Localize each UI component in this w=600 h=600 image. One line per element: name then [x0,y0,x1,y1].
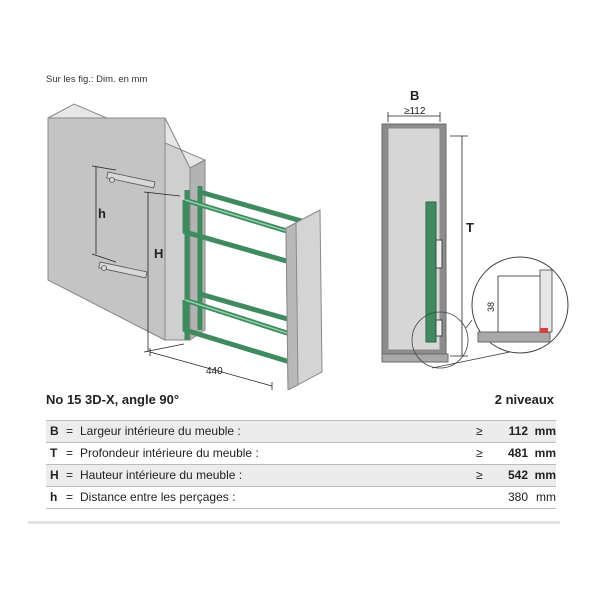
spec-eq: = [66,446,74,460]
spec-eq: = [66,424,74,438]
section-base [381,353,449,363]
product-title: No 15 3D-X, angle 90° [46,392,180,407]
rail-upper [106,171,156,189]
spec-letter: T [50,446,58,460]
rail-hardware [98,171,156,279]
spec-unit: mm [534,424,556,438]
cabinet-section [381,123,449,363]
section-fitting [435,239,443,269]
front-panel-face [285,222,299,390]
spec-description: Hauteur intérieure du meuble : [80,468,243,482]
section-green-frame [425,201,437,343]
label-H-large: H [154,246,163,261]
spec-comparator: ≥ [476,446,483,460]
spec-description: Largeur intérieure du meuble : [80,424,241,438]
detail-panel [539,269,553,333]
cabinet-inner-wall [47,117,166,341]
spec-row-H: H = Hauteur intérieure du meuble : ≥ 542… [46,464,556,486]
technical-drawing: h H 440 B ≥112 T 256 38 38 [47,88,569,390]
rail-screw [101,265,107,271]
spec-row-T: T = Profondeur intérieure du meuble : ≥ … [46,442,556,464]
product-levels: 2 niveaux [494,392,554,407]
detail-red-marker [540,328,548,333]
cabinet-isometric [47,103,207,341]
spec-value: 481 [507,446,528,460]
spec-eq: = [66,490,74,504]
rail-screw [109,177,115,183]
spec-unit: mm [534,446,556,460]
label-B-min: ≥112 [404,106,426,117]
spec-comparator: ≥ [476,468,483,482]
spec-comparator: ≥ [476,424,483,438]
spec-eq: = [66,468,74,482]
spec-letter: H [50,468,59,482]
spec-row-B: B = Largeur intérieure du meuble : ≥ 112… [46,420,556,442]
product-title-row: No 15 3D-X, angle 90° 2 niveaux [46,392,554,410]
label-B: B [410,88,419,103]
spec-row-h: h = Distance entre les perçages : 380 mm [46,486,556,509]
spec-value: 542 [507,468,528,482]
label-depth-440: 440 [206,366,223,377]
detail-magnifier [411,256,569,369]
rail-lower [98,261,148,279]
spec-letter: h [50,490,58,504]
dimension-lines-left [91,165,273,390]
detail-base [477,331,551,343]
section-fitting [435,319,443,337]
label-T: T [466,220,474,235]
spec-table: B = Largeur intérieure du meuble : ≥ 112… [46,420,556,509]
spec-unit: mm [536,490,556,504]
spec-value: 112 [508,424,528,438]
detail-label-38: 38 [486,302,496,312]
spec-description: Distance entre les perçages : [80,490,236,504]
dimension-note: Sur les fig.: Dim. en mm [46,74,148,85]
bottom-divider [28,521,560,524]
spec-unit: mm [534,468,556,482]
label-h-small: h [98,206,106,221]
spec-description: Profondeur intérieure du meuble : [80,446,259,460]
spec-value: 380 [507,490,528,504]
spec-letter: B [50,424,59,438]
